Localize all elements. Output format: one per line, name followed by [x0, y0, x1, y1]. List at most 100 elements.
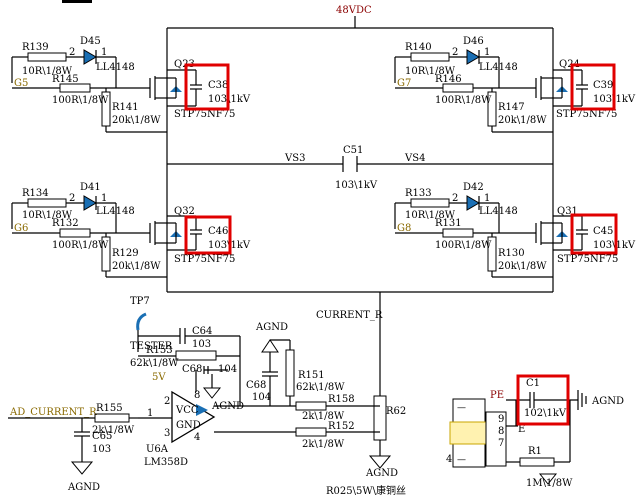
r152-val: 2k\1/8W	[302, 439, 345, 450]
q32-val: STP75NF75	[174, 254, 235, 265]
q23-res3-ref: R141	[112, 102, 139, 113]
c68a-ref: C68	[182, 364, 202, 375]
c64-ref: C64	[192, 326, 212, 337]
q32-res2-ref: R132	[52, 218, 79, 229]
q31-diode-val: LL4148	[479, 206, 518, 217]
q23-res2-val: 100R\1/8W	[52, 95, 109, 106]
agnd-right-label: AGND	[365, 468, 398, 479]
opamp-pin1: 1	[147, 408, 153, 419]
q23-diode-icon	[83, 49, 97, 65]
q24-diode-val: LL4148	[479, 62, 518, 73]
pe-label: PE	[490, 390, 504, 401]
c1-val: 102\1kV	[524, 408, 567, 419]
q23-diode-ref: D45	[80, 36, 101, 47]
top-clipped-text	[62, 0, 92, 3]
opamp-arrow-icon	[196, 404, 208, 416]
gate-unit-q24: R140 10R\1/8W 2 1 D46 LL4148 R146 100R\1…	[394, 36, 636, 133]
q23-diode-val: LL4148	[96, 62, 135, 73]
r152-ref: R152	[328, 421, 355, 432]
pin-8: 8	[498, 426, 504, 437]
tester-label: TESTER	[130, 341, 173, 352]
u6a-ref: U6A	[146, 444, 169, 455]
q32-diode-icon	[83, 195, 97, 211]
v5-label: 5V	[152, 372, 166, 383]
c64-val: 103	[192, 339, 211, 350]
opamp-pin2: 2	[164, 396, 170, 407]
c51-value: 103\1kV	[335, 180, 378, 191]
r155-ref: R155	[96, 403, 123, 414]
pin-4: 4	[446, 454, 452, 465]
r151-val: 62k\1/8W	[296, 382, 345, 393]
c68b-val: 104	[252, 392, 271, 403]
r158-body	[295, 401, 327, 411]
r153-val: 62k\1/8W	[130, 358, 179, 369]
q31-res3-ref: R130	[498, 248, 525, 259]
q31-res1-val: 10R\1/8W	[405, 210, 456, 221]
r1-body	[519, 457, 555, 467]
conn-dash-2: —	[457, 455, 466, 465]
r155-val: 2k\1/8W	[92, 425, 135, 436]
r1-ground-icon	[538, 473, 558, 485]
q31-gate-label: G8	[397, 223, 411, 234]
agnd-right-icon	[368, 455, 392, 469]
gate-unit-q31: R133 10R\1/8W 2 1 D42 LL4148 R131 100R\1…	[394, 182, 636, 278]
q24-res3-val: 20k\1/8W	[498, 115, 547, 126]
q24-res2-ref: R146	[435, 74, 462, 85]
u6a-val: LM358D	[144, 457, 188, 468]
q24-res1-body	[410, 52, 450, 62]
opamp-pin4: 4	[194, 432, 200, 443]
r62-body	[373, 395, 387, 441]
gate-unit-q23: R139 10R\1/8W 2 1 D45 LL4148 R145 100R\1…	[11, 36, 251, 133]
r152-body	[295, 427, 327, 437]
q24-cap-ref: C39	[593, 80, 613, 91]
r153-ref: R153	[146, 345, 173, 356]
r158-val: 2k\1/8W	[302, 411, 345, 422]
q32-ref: Q32	[174, 206, 195, 217]
q24-res2-body	[442, 83, 474, 93]
pe-filter-block: — — 9 8 7 E 4 PE C1 102\1kV AGND R1 1M\1…	[446, 374, 624, 489]
r62-val: R025\5W\康铜丝	[326, 484, 406, 497]
q23-res1-val: 10R\1/8W	[22, 66, 73, 77]
connector-tab	[449, 421, 487, 445]
q31-res1-body	[410, 198, 450, 208]
pin-9: 9	[498, 414, 504, 425]
q23-gate-label: G5	[14, 78, 28, 89]
q24-diode-ref: D46	[463, 36, 484, 47]
q23-res2-body	[59, 83, 91, 93]
q31-res2-body	[442, 228, 474, 238]
q24-gate-label: G7	[397, 78, 411, 89]
q31-res1-ref: R133	[405, 188, 432, 199]
q31-pin2: 2	[452, 193, 458, 204]
q31-ref: Q31	[557, 206, 578, 217]
c65-ref: C65	[92, 431, 112, 442]
q24-cap-highlight	[570, 63, 616, 111]
c1-highlight	[516, 374, 570, 426]
r153-body	[175, 350, 217, 361]
c68a-val: 104	[218, 364, 237, 375]
q24-diode-icon	[466, 49, 480, 65]
q31-res3-val: 20k\1/8W	[498, 261, 547, 272]
q32-pin1: 1	[101, 193, 107, 204]
current-r-label: CURRENT_R	[316, 310, 383, 321]
q23-res2-ref: R145	[52, 74, 79, 85]
q23-ref: Q23	[174, 59, 195, 70]
c65-val: 103	[92, 444, 111, 455]
connector-right-body	[485, 411, 507, 467]
agnd-top-icon	[261, 339, 279, 353]
q31-val: STP75NF75	[557, 254, 618, 265]
r155-body	[94, 413, 130, 423]
r151-body	[285, 349, 295, 397]
pin-e: E	[518, 424, 525, 435]
vcc-label: VCC	[175, 405, 199, 416]
q24-res2-val: 100R\1/8W	[435, 95, 492, 106]
q32-pin2: 2	[69, 193, 75, 204]
vs3-label: VS3	[284, 153, 305, 164]
q23-res1-ref: R139	[22, 42, 49, 53]
r158-ref: R158	[328, 394, 355, 405]
q31-pin1: 1	[484, 193, 490, 204]
opamp-icon	[171, 390, 216, 444]
agnd-left-label: AGND	[67, 482, 100, 493]
q24-pin2: 2	[452, 47, 458, 58]
q23-cap-ref: C38	[208, 80, 228, 91]
